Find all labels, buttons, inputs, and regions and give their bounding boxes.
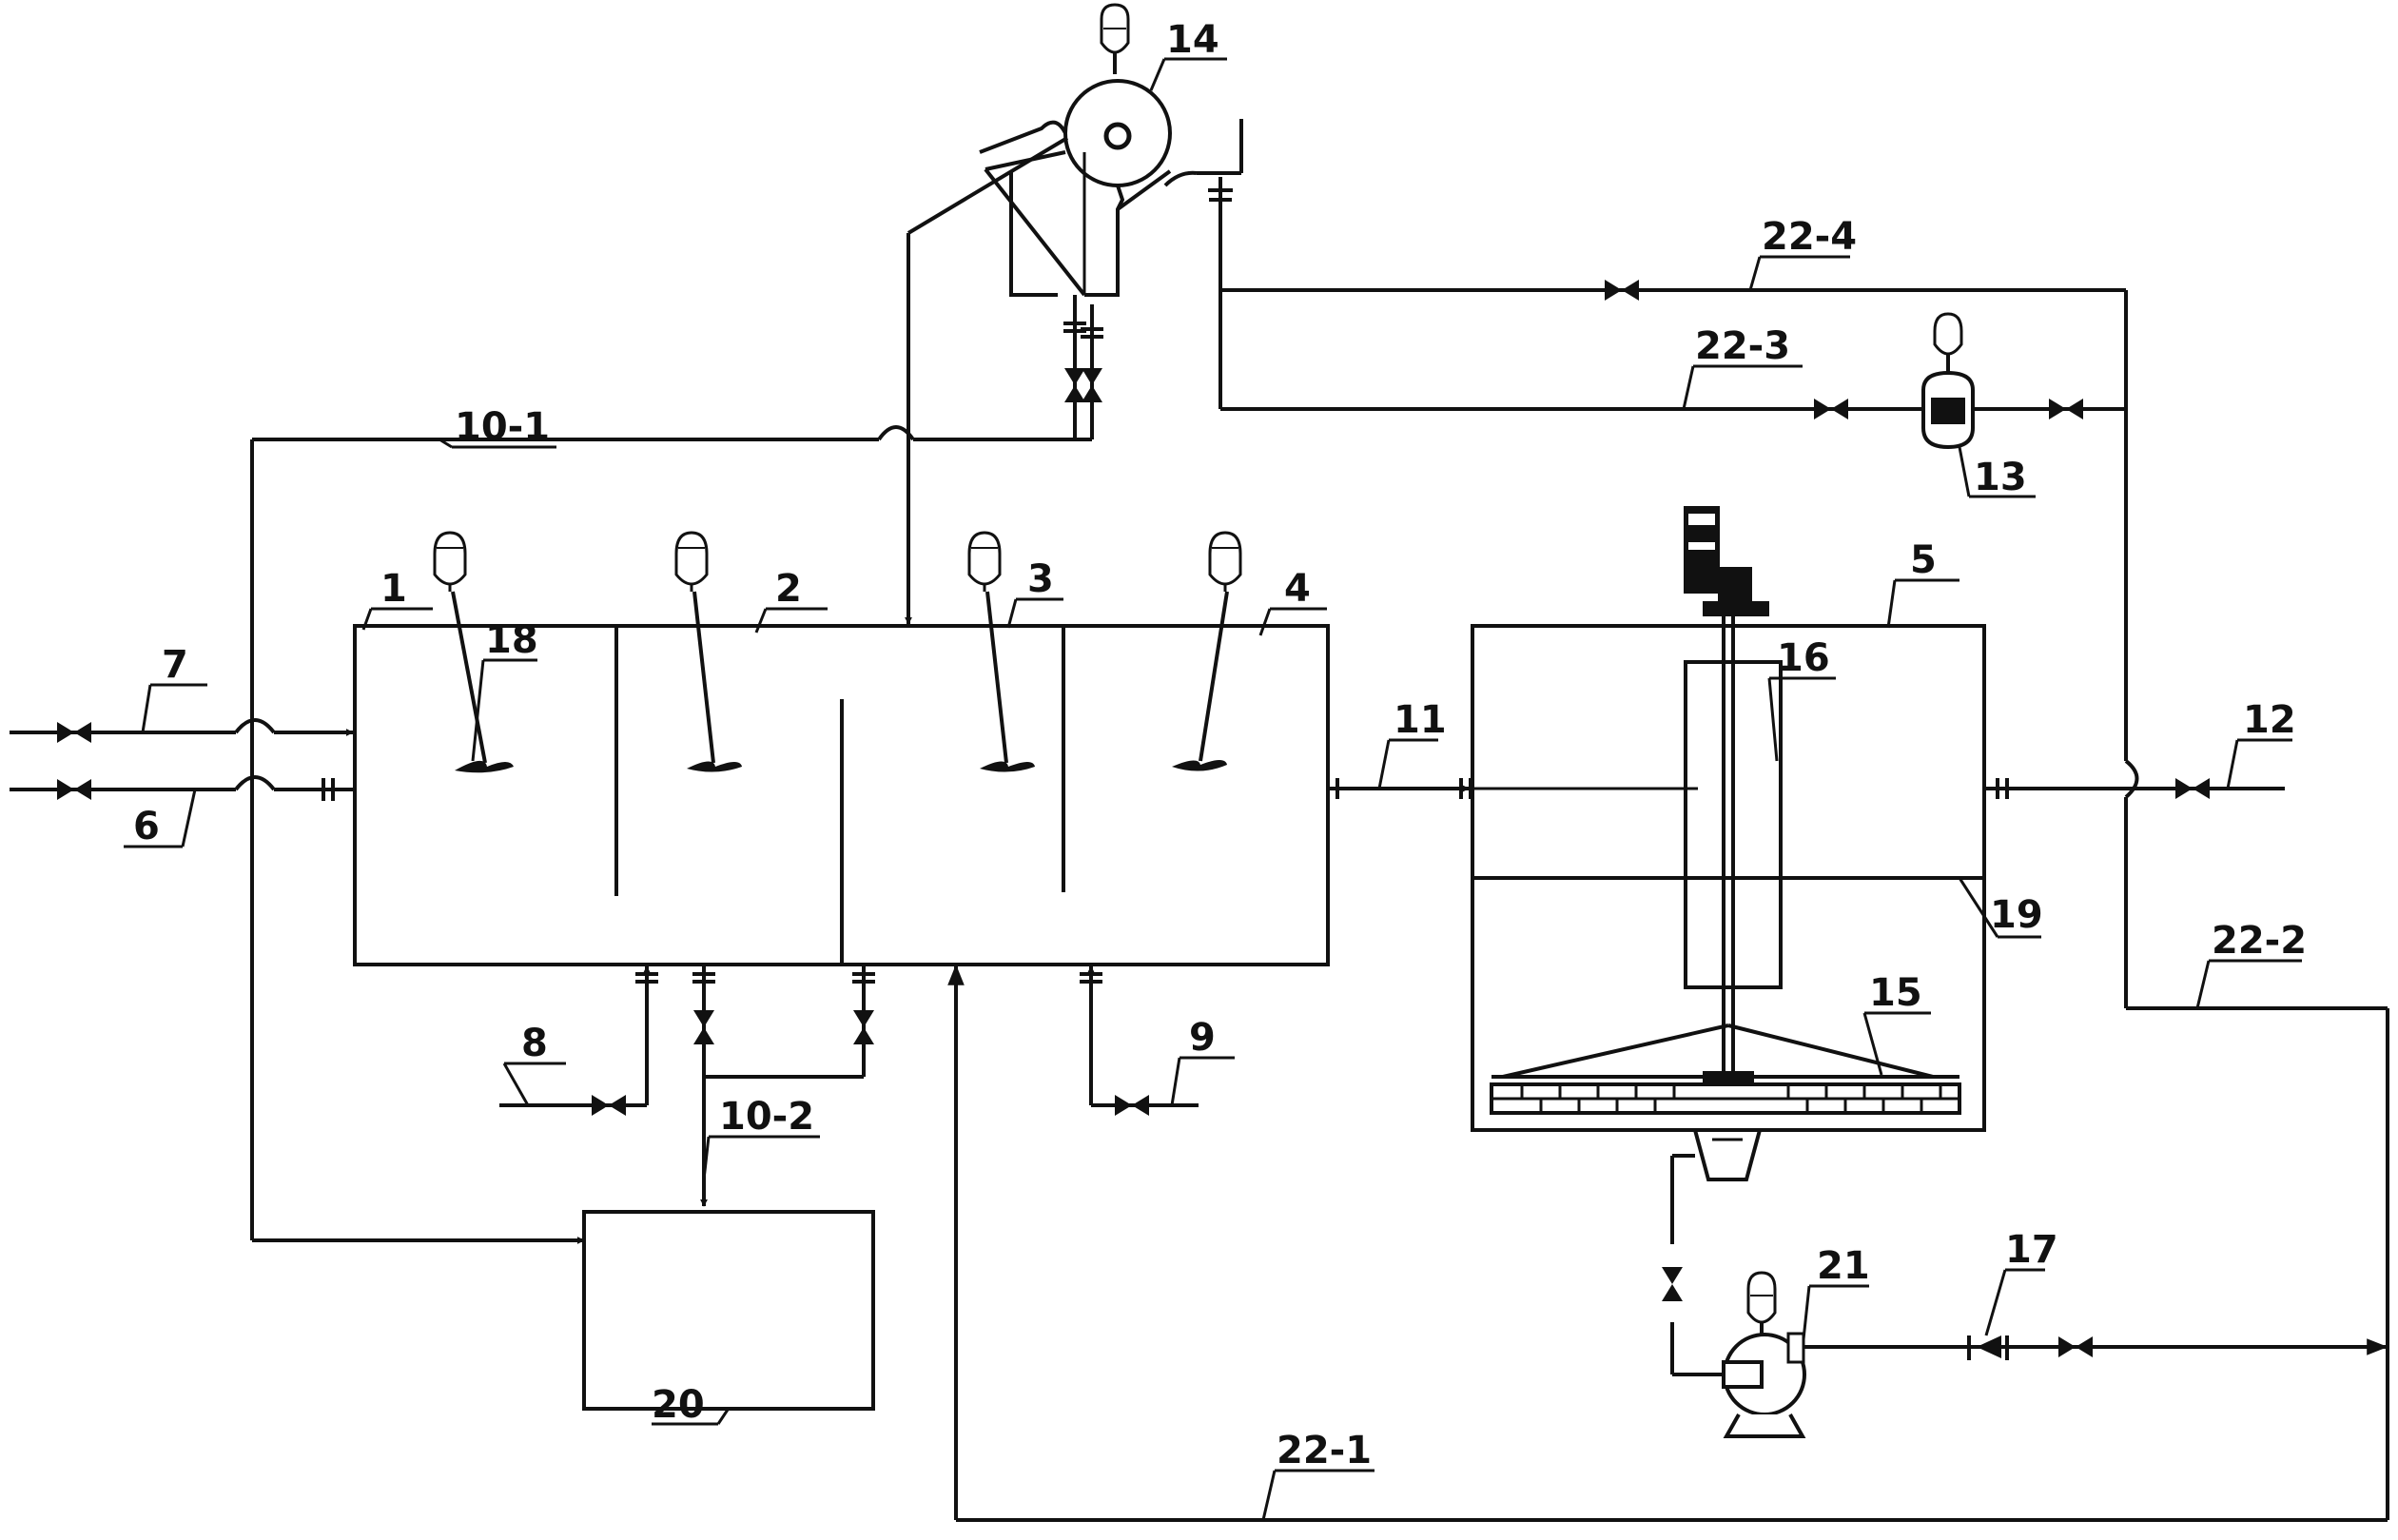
label-9: 9 (1189, 1016, 1216, 1060)
agitator-1 (433, 531, 514, 773)
label-22-3: 22-3 (1695, 324, 1790, 368)
label-22-1: 22-1 (1277, 1429, 1372, 1472)
label-21: 21 (1817, 1244, 1870, 1288)
leader-lines (124, 57, 2302, 1521)
label-1: 1 (380, 567, 407, 611)
label-22-4: 22-4 (1762, 215, 1857, 259)
sludge-pump-21 (1662, 1154, 2388, 1438)
inlet-line-6 (10, 775, 355, 801)
agitator-2 (674, 531, 742, 772)
return-line-22-1 (947, 964, 2388, 1522)
dosing-device-13 (1921, 312, 1975, 450)
label-13: 13 (1974, 456, 2027, 499)
inlet-line-7 (10, 718, 354, 743)
label-10-1: 10-1 (455, 405, 550, 449)
sludge-line-10-1 (250, 425, 1092, 1244)
labels: 14 10-1 22-4 22-3 13 1 2 3 4 5 7 6 18 11… (133, 18, 2307, 1472)
label-4: 4 (1284, 567, 1311, 611)
agitator-4 (1172, 531, 1242, 771)
label-5: 5 (1910, 538, 1937, 582)
clarifier-5 (1471, 506, 2285, 1181)
return-line-22-2 (2124, 290, 2389, 1520)
drain-line-10-2 (692, 965, 875, 1207)
label-8: 8 (521, 1022, 548, 1065)
label-22-2: 22-2 (2212, 919, 2307, 963)
label-19: 19 (1990, 893, 2043, 937)
sludge-tank-20 (582, 1210, 875, 1411)
agitator-3 (967, 531, 1035, 772)
label-6: 6 (133, 805, 160, 848)
transfer-line-11 (1328, 778, 1472, 799)
label-7: 7 (162, 643, 188, 687)
dewatering-unit-14 (905, 3, 1243, 625)
return-line-22-4 (1220, 280, 2126, 301)
label-11: 11 (1394, 698, 1447, 742)
label-2: 2 (775, 567, 802, 611)
reagent-line-9 (1080, 965, 1199, 1116)
label-12: 12 (2243, 698, 2296, 742)
label-16: 16 (1777, 636, 1830, 680)
label-10-2: 10-2 (719, 1095, 814, 1139)
reagent-line-8 (499, 965, 658, 1116)
label-17: 17 (2005, 1228, 2058, 1272)
label-15: 15 (1869, 971, 1922, 1015)
label-20: 20 (652, 1383, 705, 1427)
label-18: 18 (485, 618, 538, 662)
label-3: 3 (1027, 557, 1054, 601)
return-line-22-3 (1220, 399, 2126, 419)
reaction-tank (353, 624, 1330, 966)
label-14: 14 (1166, 18, 1219, 62)
